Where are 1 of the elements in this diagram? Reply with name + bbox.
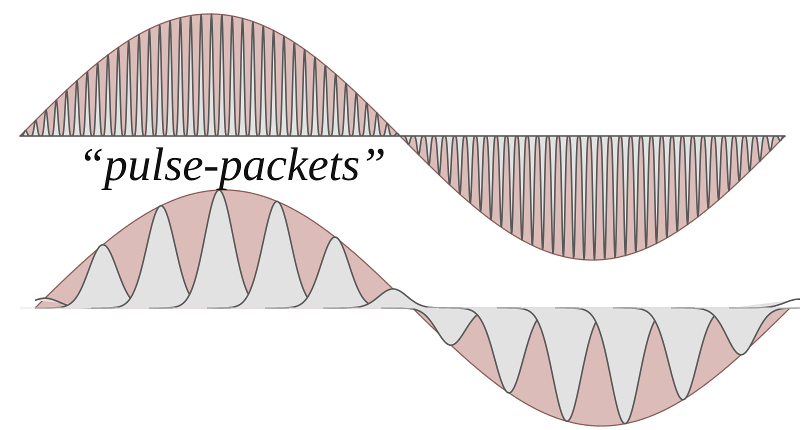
diagram-label: “pulse-packets” xyxy=(78,140,386,192)
